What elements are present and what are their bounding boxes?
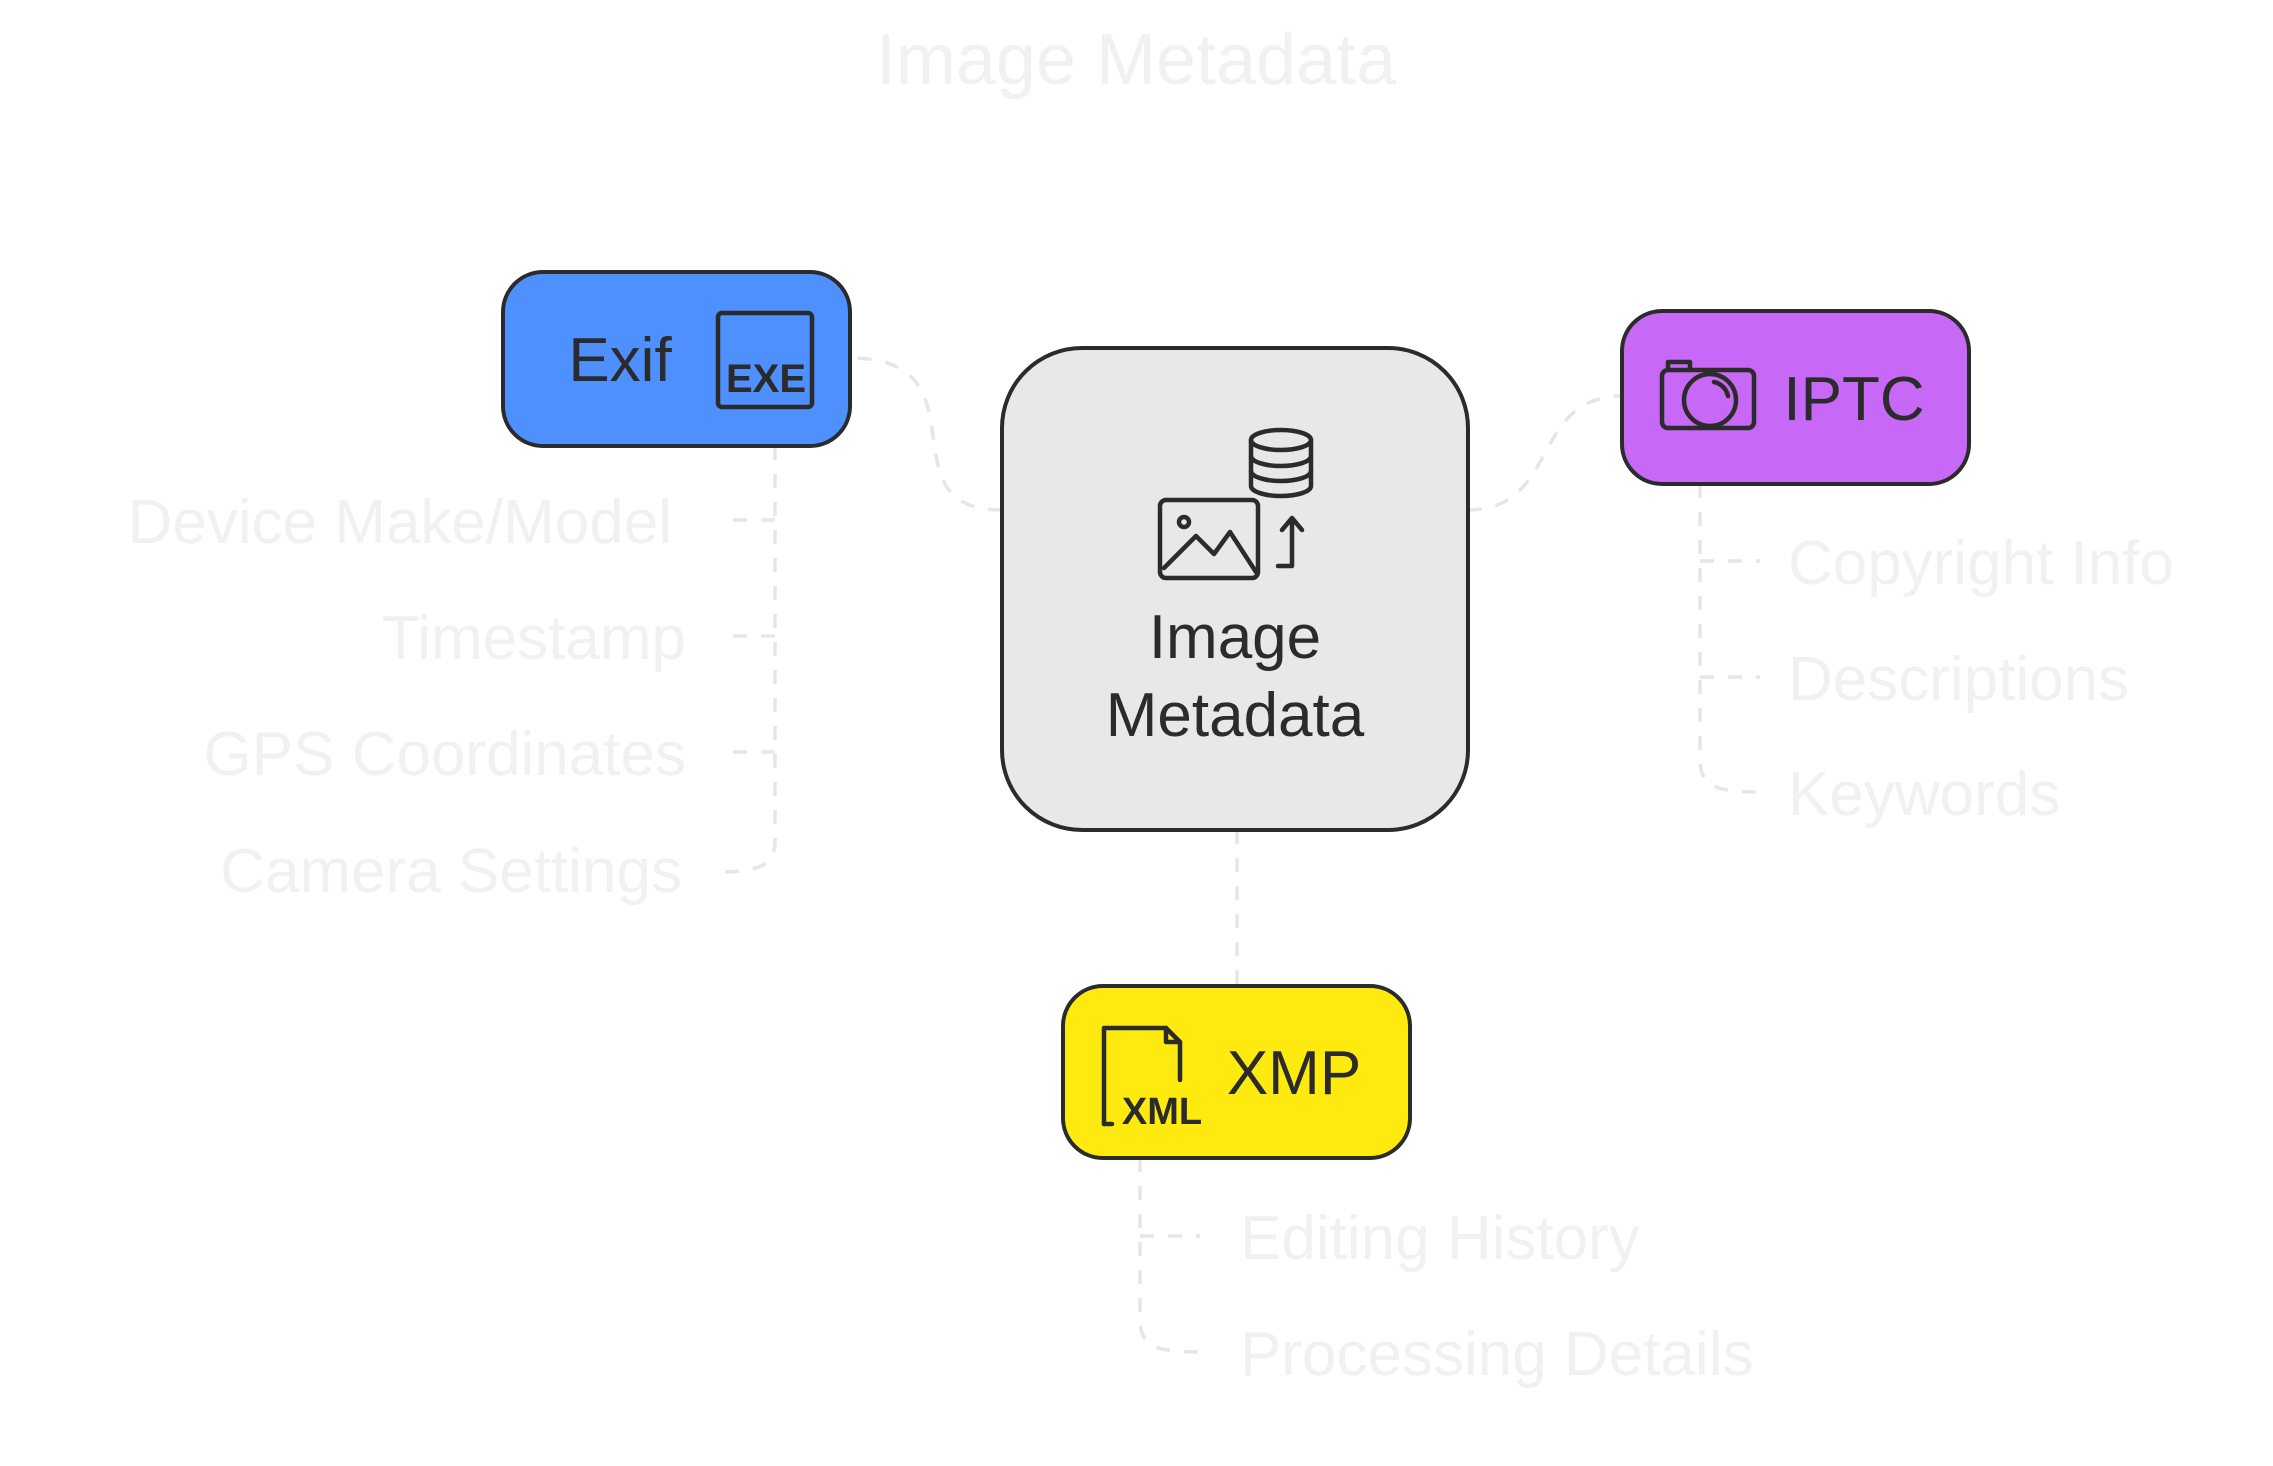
- database-ring-1: [1248, 453, 1314, 469]
- camera-icon-lens: [1681, 371, 1739, 429]
- database-body: [1248, 437, 1314, 499]
- iptc-node-label: IPTC: [1783, 365, 1924, 434]
- camera-icon-top: [1665, 359, 1693, 373]
- center-node[interactable]: Image Metadata: [1000, 346, 1470, 832]
- xml-file-icon: XML: [1101, 1025, 1202, 1133]
- iptc-node[interactable]: IPTC: [1620, 309, 1971, 486]
- picture-frame: [1157, 497, 1261, 581]
- xmp-item-2: Processing Details: [1240, 1320, 1753, 1389]
- diagram-title: Image Metadata: [876, 20, 1397, 100]
- upload-arrow-icon: [1275, 515, 1305, 569]
- xmp-node-label: XMP: [1227, 1039, 1361, 1108]
- iptc-item-connectors: [1698, 484, 1761, 794]
- xmp-item-connectors: [1138, 1158, 1201, 1354]
- iptc-item-1: Copyright Info: [1788, 529, 2174, 598]
- exif-item-4: Camera Settings: [220, 837, 682, 906]
- database-ring-2: [1248, 468, 1314, 484]
- exif-node[interactable]: Exif EXE: [501, 270, 852, 448]
- camera-icon: [1659, 359, 1757, 431]
- xml-file-icon-fold: [1163, 1025, 1183, 1045]
- exif-item-1: Device Make/Model: [128, 488, 672, 557]
- connector-exif-spine: [714, 446, 777, 874]
- exif-item-2: Timestamp: [382, 604, 686, 673]
- camera-icon-highlight: [1711, 379, 1731, 399]
- exe-file-icon-frame: [715, 310, 815, 410]
- connector-center-iptc: [1467, 394, 1623, 512]
- iptc-item-3: Keywords: [1788, 760, 2060, 829]
- connector-center-exif: [849, 356, 1003, 512]
- center-label-line2: Metadata: [1106, 681, 1365, 750]
- exe-file-icon-text: EXE: [726, 357, 806, 401]
- xml-file-icon-text: XML: [1122, 1091, 1202, 1133]
- center-node-box: [1000, 346, 1470, 832]
- exif-item-connectors: [714, 446, 777, 874]
- connector-xmp-spine: [1138, 1158, 1201, 1354]
- picture-sun: [1176, 514, 1192, 530]
- iptc-item-2: Descriptions: [1788, 645, 2129, 714]
- exif-node-box: [501, 270, 852, 448]
- exif-item-3: GPS Coordinates: [204, 720, 686, 789]
- image-database-icon: [1157, 427, 1314, 581]
- connector-iptc-spine: [1698, 484, 1761, 794]
- xmp-node[interactable]: XML XMP: [1061, 984, 1412, 1160]
- iptc-node-box: [1620, 309, 1971, 486]
- picture-mountains: [1161, 529, 1259, 575]
- center-label-line1: Image: [1149, 603, 1321, 672]
- xmp-item-1: Editing History: [1240, 1204, 1640, 1273]
- exe-file-icon: EXE: [715, 310, 815, 410]
- exif-node-label: Exif: [568, 326, 672, 395]
